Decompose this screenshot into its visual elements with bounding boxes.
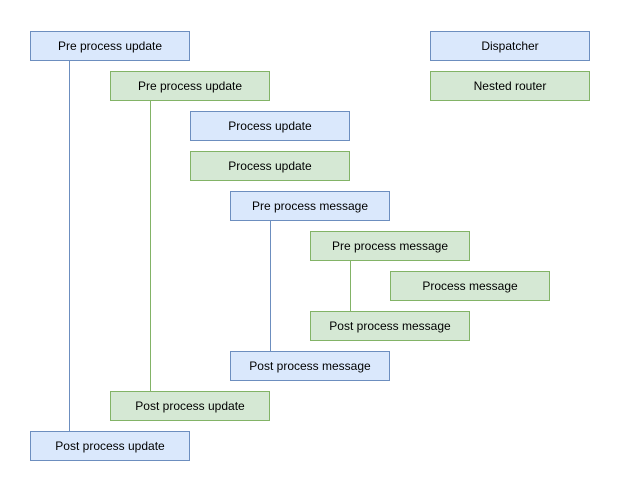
flow-node[interactable]: Pre process update [30, 31, 190, 61]
flow-node[interactable]: Process update [190, 151, 350, 181]
flow-node[interactable]: Post process update [110, 391, 270, 421]
flow-node[interactable]: Post process update [30, 431, 190, 461]
flow-node[interactable]: Process message [390, 271, 550, 301]
legend-item-nested: Nested router [430, 71, 590, 101]
connector-line [270, 221, 271, 351]
flow-node[interactable]: Pre process message [230, 191, 390, 221]
connector-line [350, 261, 351, 311]
flow-node[interactable]: Pre process message [310, 231, 470, 261]
flow-node[interactable]: Post process message [230, 351, 390, 381]
connector-line [69, 61, 70, 431]
connector-line [150, 101, 151, 391]
flow-node[interactable]: Pre process update [110, 71, 270, 101]
legend-item-dispatcher: Dispatcher [430, 31, 590, 61]
flow-node[interactable]: Post process message [310, 311, 470, 341]
flow-node[interactable]: Process update [190, 111, 350, 141]
